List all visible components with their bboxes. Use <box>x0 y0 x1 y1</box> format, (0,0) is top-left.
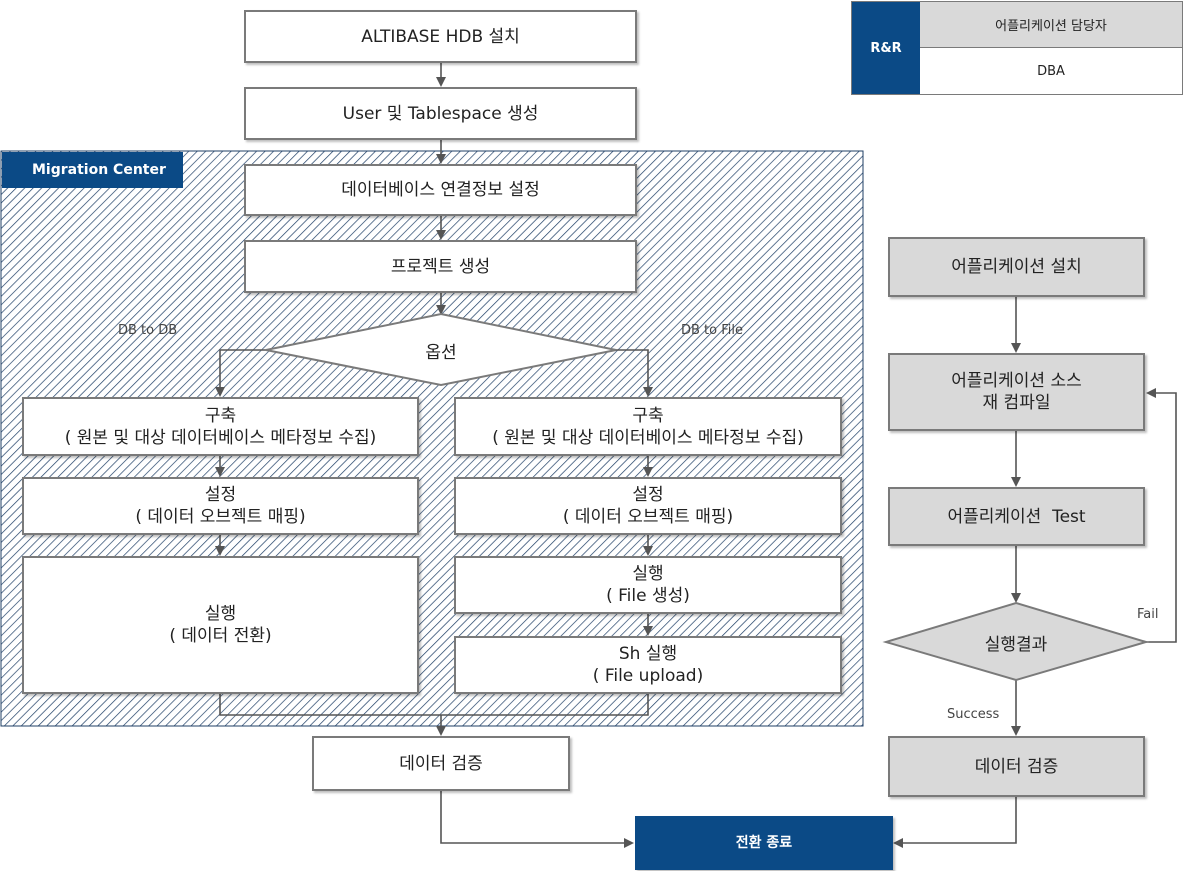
app-recompile-line1: 어플리케이션 소스 <box>951 371 1082 391</box>
db-to-db-label: DB to DB <box>118 323 178 338</box>
create-project-box: 프로젝트 생성 <box>244 240 637 293</box>
left-exec-desc: ( 데이터 전환) <box>169 626 272 646</box>
create-project-label: 프로젝트 생성 <box>390 256 491 277</box>
rr-title: R&R <box>852 2 920 94</box>
db-connection-label: 데이터베이스 연결정보 설정 <box>341 180 540 200</box>
left-config-desc: ( 데이터 오브젝트 매핑) <box>135 507 306 527</box>
create-user-label: User 및 Tablespace 생성 <box>342 103 539 124</box>
right-config-title: 설정 <box>632 485 664 505</box>
fail-label: Fail <box>1137 607 1159 622</box>
right-sh-box: Sh 실행 ( File upload) <box>454 636 842 694</box>
app-install-label: 어플리케이션 설치 <box>951 257 1082 277</box>
right-exec-title: 실행 <box>632 564 664 584</box>
app-install-box: 어플리케이션 설치 <box>888 237 1145 297</box>
rr-app-owner: 어플리케이션 담당자 <box>920 2 1182 48</box>
left-config-title: 설정 <box>204 485 237 505</box>
option-label: 옵션 <box>425 342 457 363</box>
left-build-desc: ( 원본 및 대상 데이터베이스 메타정보 수집) <box>64 427 377 448</box>
right-config-box: 설정 ( 데이터 오브젝트 매핑) <box>454 477 842 535</box>
result-label: 실행결과 <box>984 634 1048 655</box>
data-verify-label: 데이터 검증 <box>399 753 483 774</box>
right-build-title: 구축 <box>632 405 664 426</box>
right-build-box: 구축 ( 원본 및 대상 데이터베이스 메타정보 수집) <box>454 397 842 456</box>
left-exec-box: 실행 ( 데이터 전환) <box>22 556 419 694</box>
data-verify-box: 데이터 검증 <box>312 736 570 791</box>
right-exec-box: 실행 ( File 생성) <box>454 556 842 614</box>
app-recompile-box: 어플리케이션 소스 재 컴파일 <box>888 353 1145 431</box>
install-altibase-box: ALTIBASE HDB 설치 <box>244 10 637 63</box>
left-build-title: 구축 <box>204 405 237 426</box>
app-test-label: 어플리케이션 Test <box>947 506 1086 527</box>
app-data-verify-label: 데이터 검증 <box>974 756 1059 777</box>
migration-center-label: Migration Center <box>2 152 183 188</box>
db-connection-box: 데이터베이스 연결정보 설정 <box>244 164 637 216</box>
option-diamond <box>265 312 617 387</box>
conversion-done-box: 전환 종료 <box>635 816 893 870</box>
right-sh-desc: ( File upload) <box>592 666 704 686</box>
right-build-desc: ( 원본 및 대상 데이터베이스 메타정보 수집) <box>492 427 804 448</box>
left-build-box: 구축 ( 원본 및 대상 데이터베이스 메타정보 수집) <box>22 397 419 456</box>
conversion-done-label: 전환 종료 <box>735 835 793 851</box>
rr-legend: R&R 어플리케이션 담당자 DBA <box>851 1 1183 95</box>
result-diamond <box>882 601 1150 682</box>
create-user-box: User 및 Tablespace 생성 <box>244 87 637 140</box>
app-recompile-line2: 재 컴파일 <box>982 393 1051 413</box>
db-to-file-label: DB to File <box>681 323 743 338</box>
left-exec-title: 실행 <box>204 604 237 624</box>
right-sh-title: Sh 실행 <box>618 644 678 664</box>
rr-dba: DBA <box>920 48 1182 94</box>
success-label: Success <box>947 707 1000 722</box>
right-exec-desc: ( File 생성) <box>606 586 690 606</box>
right-config-desc: ( 데이터 오브젝트 매핑) <box>562 507 734 527</box>
app-test-box: 어플리케이션 Test <box>888 487 1145 546</box>
left-config-box: 설정 ( 데이터 오브젝트 매핑) <box>22 477 419 535</box>
install-altibase-label: ALTIBASE HDB 설치 <box>361 26 520 47</box>
app-data-verify-box: 데이터 검증 <box>888 736 1145 797</box>
